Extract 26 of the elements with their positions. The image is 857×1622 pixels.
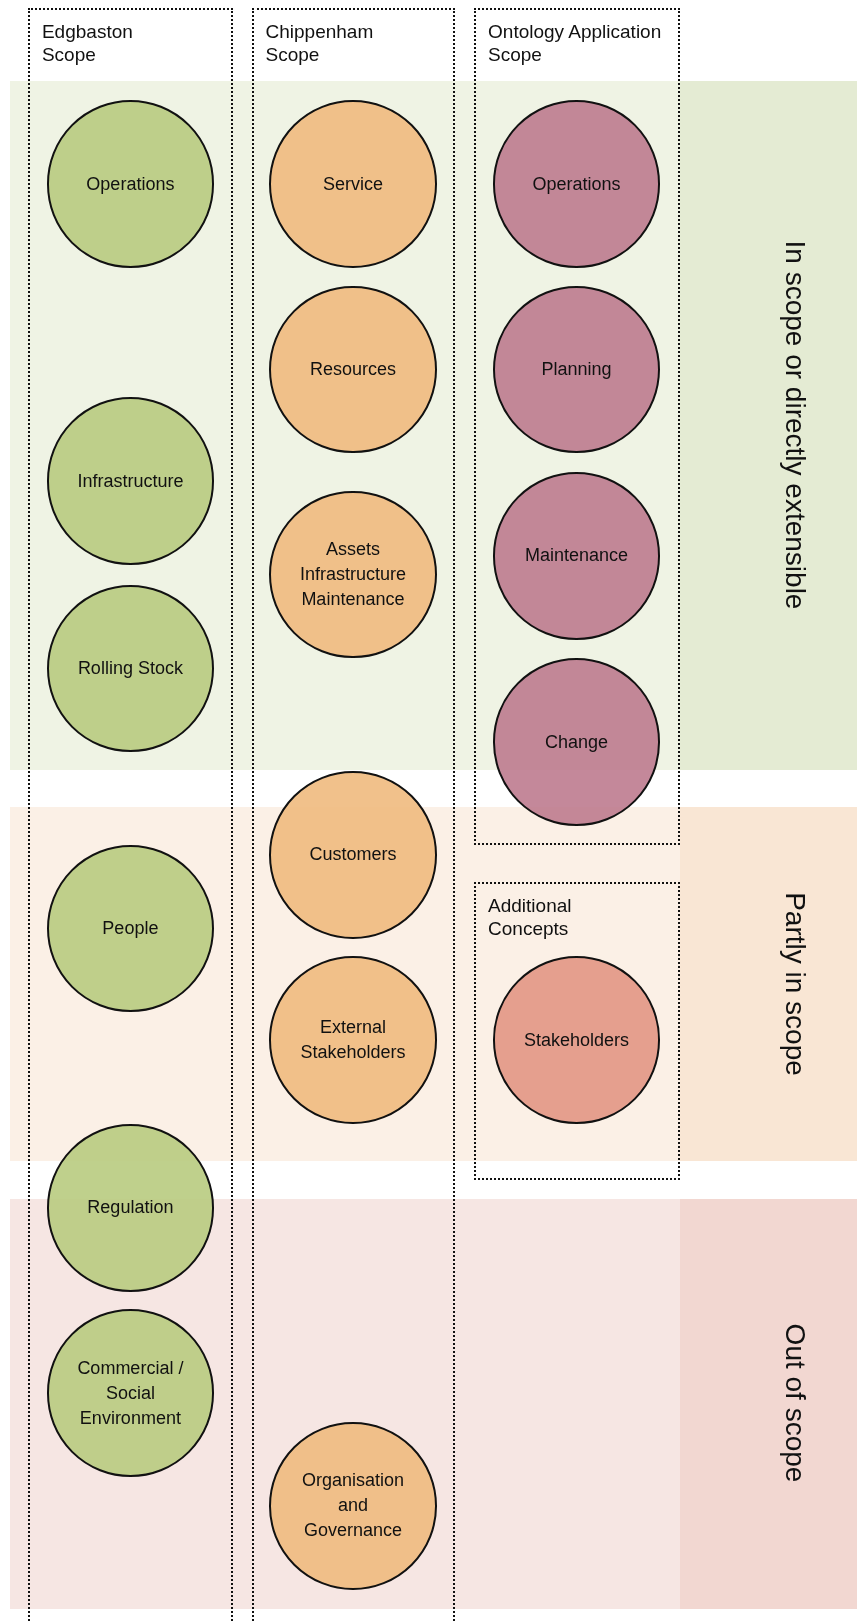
node-label: Service — [322, 172, 383, 196]
node-label: People — [102, 916, 159, 940]
node-label: Rolling Stock — [77, 657, 183, 681]
node-label: Customers — [309, 843, 397, 867]
node-label: Planning — [541, 357, 612, 381]
node-label: Infrastructure — [77, 469, 184, 493]
node-label: External Stakeholders — [299, 1016, 407, 1065]
node-label: Regulation — [87, 1196, 174, 1220]
column-title: Edgbaston Scope — [41, 20, 134, 67]
band-label: Out of scope — [778, 1324, 811, 1483]
scope-column — [474, 881, 680, 1180]
node-label: Operations — [86, 172, 175, 196]
node-label: Stakeholders — [523, 1028, 630, 1052]
column-title: Ontology Application Scope — [488, 20, 663, 67]
column-title: Additional Concepts — [488, 893, 573, 940]
band-label: Partly in scope — [778, 892, 811, 1077]
column-title: Chippenham Scope — [265, 20, 375, 67]
node-label: Maintenance — [524, 544, 629, 568]
node-label: Commercial / Social Environment — [76, 1356, 185, 1430]
scope-column — [474, 8, 680, 845]
node-label: Assets Infrastructure Maintenance — [298, 537, 407, 611]
node-label: Resources — [309, 358, 396, 381]
node-label: Operations — [532, 172, 621, 196]
node-label: Change — [544, 730, 608, 754]
node-label: Organisation and Governance — [300, 1469, 405, 1543]
band-label: In scope or directly extensible — [778, 240, 811, 610]
